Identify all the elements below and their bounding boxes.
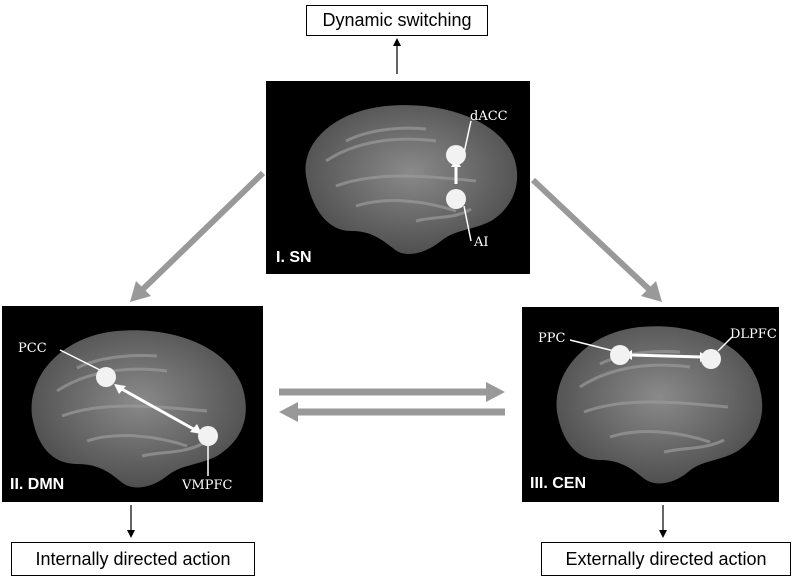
cen-to-dmn-arrowhead [279, 402, 298, 422]
sn-panel-title: I. SN [276, 249, 312, 266]
cen-panel: PPC DLPFC III. CEN [522, 307, 779, 502]
dlpfc-leader [717, 336, 733, 352]
dmn-connection-arrow [119, 386, 198, 433]
externally-directed-action-box: Externally directed action [541, 542, 791, 576]
sn-gyri [325, 126, 477, 223]
dmn-to-cen-arrowhead [486, 382, 505, 402]
dmn-brain-image [31, 330, 246, 488]
cen-to-action-arrowhead [659, 530, 667, 538]
dynamic-switching-label: Dynamic switching [322, 10, 472, 30]
sn-brain-image [305, 105, 518, 255]
sn-brain-shape [305, 105, 518, 255]
dacc-node [446, 145, 466, 165]
dmn-to-action-arrowhead [127, 530, 135, 538]
dacc-label: dACC [470, 109, 508, 124]
ppc-label: PPC [538, 331, 566, 346]
pcc-leader [59, 349, 101, 371]
internally-directed-action-box: Internally directed action [11, 542, 255, 576]
ppc-leader [569, 339, 615, 352]
cen-connection-arrow [629, 353, 703, 359]
sn-to-dmn-arrow [137, 170, 266, 295]
dmn-panel: PCC VMPFC II. DMN [2, 306, 263, 502]
vmpfc-label: VMPFC [182, 478, 233, 493]
pcc-node [96, 367, 116, 387]
ppc-node [610, 345, 630, 365]
dynamic-switching-box: Dynamic switching [306, 5, 488, 36]
sn-to-cen-arrowhead [641, 281, 662, 302]
dmn-panel-title: II. DMN [10, 476, 65, 493]
ai-label: AI [474, 235, 489, 250]
sn-panel: dACC AI I. SN [266, 81, 530, 274]
dmn-arrowhead-start [114, 384, 126, 394]
sn-to-switching-arrowhead [393, 38, 401, 46]
dlpfc-label: DLPFC [730, 327, 777, 342]
ai-leader [463, 205, 472, 242]
pcc-label: PCC [18, 341, 47, 356]
cen-panel-title: III. CEN [530, 475, 587, 492]
sn-to-cen-arrow [530, 177, 655, 295]
dmn-arrowhead-end [190, 424, 202, 434]
cen-brain-image [556, 326, 763, 484]
ai-node [446, 189, 466, 209]
cen-gyri [579, 350, 729, 454]
internally-directed-action-label: Internally directed action [35, 548, 231, 569]
externally-directed-action-label: Externally directed action [565, 548, 767, 569]
dacc-leader [463, 120, 472, 154]
vmpfc-node [198, 426, 218, 446]
dlpfc-node [701, 349, 721, 369]
sn-to-dmn-arrowhead [130, 281, 151, 302]
